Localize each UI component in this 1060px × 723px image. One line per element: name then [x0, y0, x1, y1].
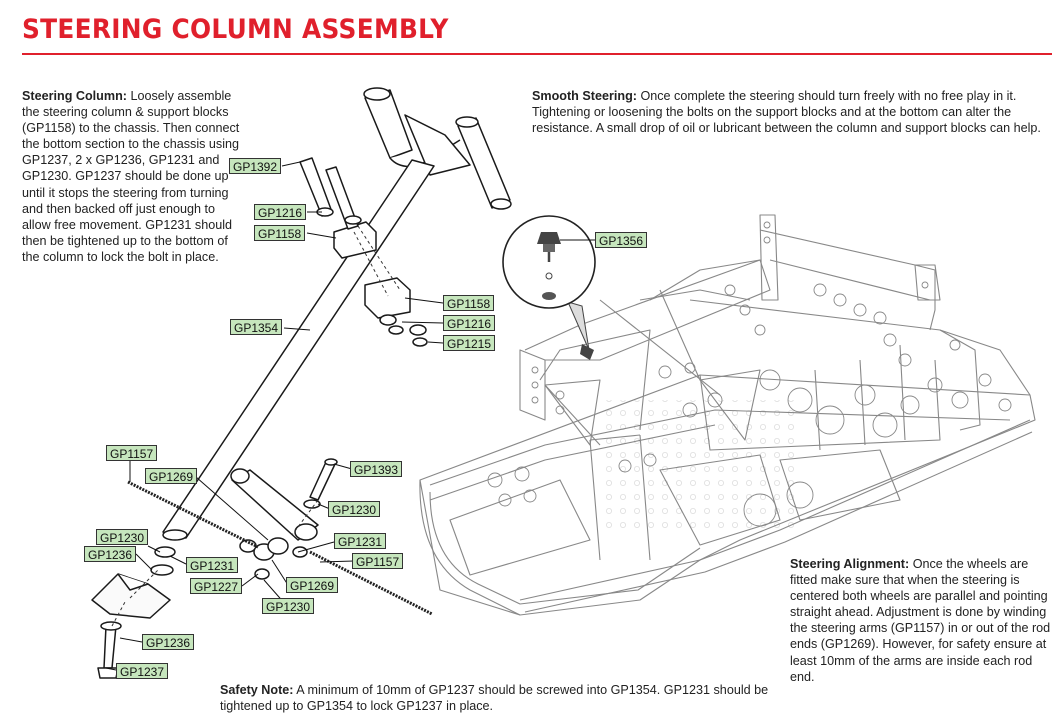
part-label-gp1215: GP1215	[443, 335, 496, 351]
part-label-gp1354: GP1354	[230, 319, 283, 335]
steering-alignment-body: Once the wheels are fitted make sure tha…	[790, 557, 1051, 684]
safety-note-heading: Safety Note:	[220, 683, 294, 697]
safety-note-body: A minimum of 10mm of GP1237 should be sc…	[220, 683, 769, 714]
part-label-gp1227: GP1227	[190, 578, 243, 594]
title-divider	[22, 53, 1052, 55]
steering-column-instructions: Steering Column: Loosely assemble the st…	[22, 88, 247, 265]
page-title: STEERING COLUMN ASSEMBLY	[22, 14, 449, 45]
safety-note: Safety Note: A minimum of 10mm of GP1237…	[220, 682, 780, 714]
part-label-gp1158-mid: GP1158	[443, 295, 495, 311]
steering-column-heading: Steering Column:	[22, 89, 127, 103]
steering-column-body: Loosely assemble the steering column & s…	[22, 89, 240, 264]
part-label-gp1269-bottom: GP1269	[286, 577, 339, 593]
assembly-guides	[111, 225, 401, 627]
part-label-gp1230-bottom: GP1230	[262, 598, 315, 614]
part-label-gp1393: GP1393	[350, 461, 403, 477]
smooth-steering-heading: Smooth Steering:	[532, 89, 637, 103]
smooth-steering-body: Once complete the steering should turn f…	[532, 89, 1041, 136]
part-label-gp1157-left: GP1157	[106, 445, 158, 461]
part-label-gp1158-top: GP1158	[254, 225, 306, 241]
part-label-gp1392: GP1392	[229, 158, 282, 174]
steering-alignment-heading: Steering Alignment:	[790, 557, 910, 571]
chassis-hole-pattern	[600, 400, 800, 530]
label-leaders	[105, 161, 595, 671]
part-label-gp1230-left: GP1230	[96, 529, 149, 545]
detail-callout	[502, 215, 596, 360]
part-label-gp1356: GP1356	[595, 232, 648, 248]
part-label-gp1216-top: GP1216	[254, 204, 307, 220]
part-label-gp1236-left: GP1236	[84, 546, 137, 562]
part-label-gp1157-right: GP1157	[352, 553, 404, 569]
part-label-gp1230-right: GP1230	[328, 501, 381, 517]
part-label-gp1269-left: GP1269	[145, 468, 198, 484]
steering-alignment-instructions: Steering Alignment: Once the wheels are …	[790, 556, 1052, 685]
smooth-steering-instructions: Smooth Steering: Once complete the steer…	[532, 88, 1046, 136]
part-label-gp1231-right: GP1231	[334, 533, 387, 549]
steering-arms	[127, 480, 433, 616]
part-label-gp1231-left: GP1231	[186, 557, 239, 573]
part-label-gp1236-bottom: GP1236	[142, 634, 195, 650]
part-label-gp1216-mid: GP1216	[443, 315, 496, 331]
part-label-gp1237: GP1237	[116, 663, 169, 679]
